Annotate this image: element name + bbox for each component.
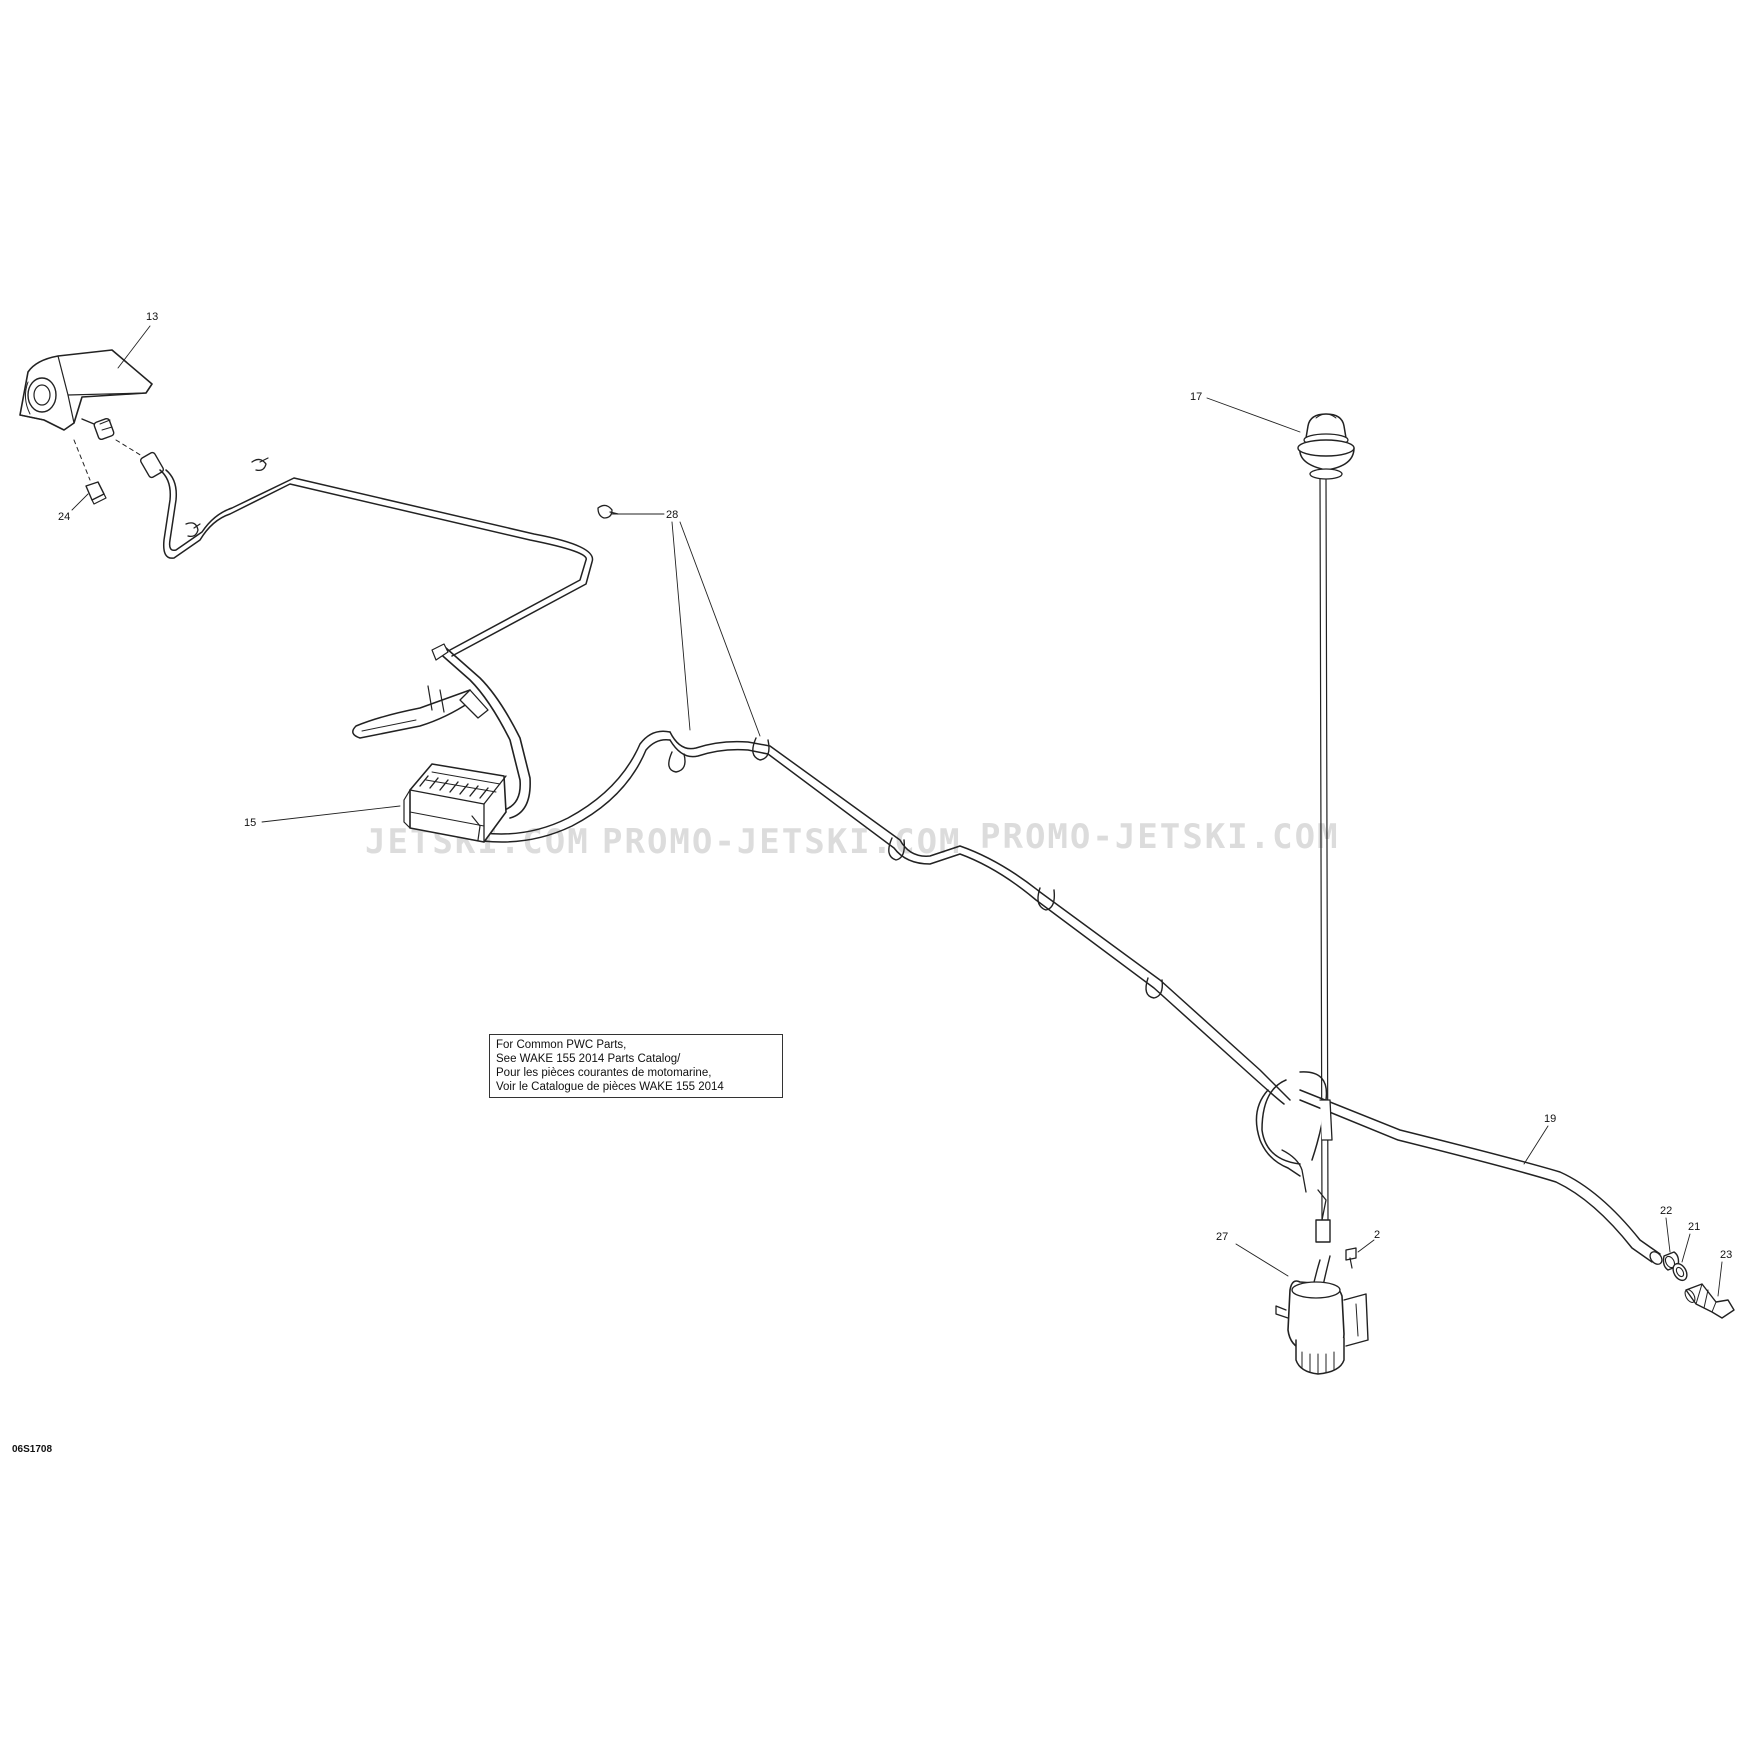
harness-center-loop bbox=[352, 643, 671, 843]
leader-24 bbox=[71, 493, 89, 511]
leader-19 bbox=[1523, 1125, 1549, 1165]
harness-vertical bbox=[1319, 477, 1329, 1221]
label-2: 2 bbox=[1374, 1229, 1380, 1241]
screw-2 bbox=[1345, 1247, 1357, 1269]
label-13: 13 bbox=[146, 311, 158, 323]
watermark-3: PROMO-JETSKI.COM bbox=[980, 817, 1340, 857]
leader-15 bbox=[261, 805, 401, 823]
pump-27 bbox=[1255, 1071, 1369, 1375]
label-23: 23 bbox=[1720, 1249, 1732, 1261]
leader-27 bbox=[1235, 1243, 1289, 1277]
label-27: 27 bbox=[1216, 1231, 1228, 1243]
washer-21 bbox=[1672, 1262, 1688, 1282]
note-line-3: Pour les pièces courantes de motomarine, bbox=[496, 1067, 712, 1079]
watermark-2: PROMO-JETSKI.COM bbox=[602, 822, 962, 862]
harness-upper-left bbox=[139, 451, 619, 657]
leader-13 bbox=[117, 325, 151, 369]
taillight-13 bbox=[19, 349, 153, 441]
label-28: 28 bbox=[666, 509, 678, 521]
label-17: 17 bbox=[1190, 391, 1202, 403]
guide-dash-24 bbox=[73, 439, 91, 481]
harness-main-run bbox=[668, 731, 1291, 1105]
leader-28b bbox=[671, 521, 691, 731]
label-24: 24 bbox=[58, 511, 70, 523]
leader-23 bbox=[1717, 1261, 1723, 1297]
label-19: 19 bbox=[1544, 1113, 1556, 1125]
note-line-1: For Common PWC Parts, bbox=[496, 1039, 627, 1051]
fitting-23 bbox=[1684, 1283, 1735, 1319]
drawing-code: 06S1708 bbox=[12, 1444, 52, 1455]
leader-22 bbox=[1665, 1217, 1671, 1253]
hose-19 bbox=[1299, 1089, 1663, 1265]
label-21: 21 bbox=[1688, 1221, 1700, 1233]
leader-lines bbox=[71, 325, 1723, 1297]
note-line-4: Voir le Catalogue de pièces WAKE 155 201… bbox=[496, 1081, 724, 1093]
label-22: 22 bbox=[1660, 1205, 1672, 1217]
leader-28c bbox=[679, 521, 761, 737]
label-15: 15 bbox=[244, 817, 256, 829]
fuse-box-15 bbox=[403, 763, 507, 843]
leader-17 bbox=[1206, 397, 1301, 433]
parts-note-box: For Common PWC Parts, See WAKE 155 2014 … bbox=[489, 1034, 783, 1098]
cap-17 bbox=[1297, 413, 1355, 480]
grommet-24 bbox=[85, 481, 107, 505]
leader-2 bbox=[1357, 1239, 1375, 1253]
guide-dash-connector bbox=[115, 439, 143, 457]
leader-21 bbox=[1681, 1233, 1691, 1263]
note-line-2: See WAKE 155 2014 Parts Catalog/ bbox=[496, 1053, 681, 1065]
